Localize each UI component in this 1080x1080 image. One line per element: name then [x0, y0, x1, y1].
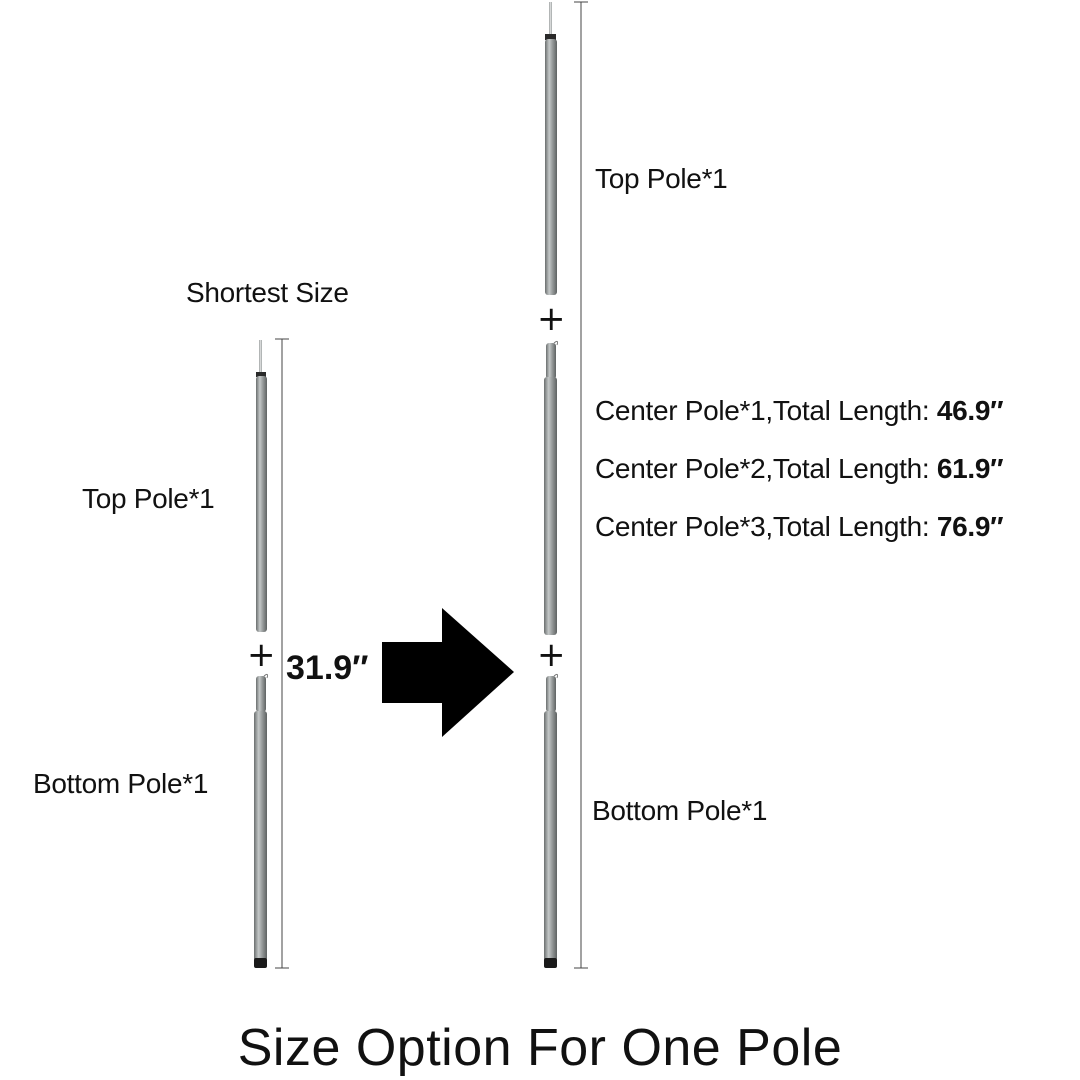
right-center-pole	[544, 340, 559, 635]
left-top-pole-label: Top Pole*1	[82, 483, 215, 514]
right-bottom-pole	[544, 673, 559, 968]
center-option-3: Center Pole*3,Total Length: 76.9″	[595, 510, 1004, 544]
right-plus-sign-lower: +	[537, 635, 566, 675]
center-option-1-text: Center Pole*1,Total Length:	[595, 395, 937, 426]
center-option-2-text: Center Pole*2,Total Length:	[595, 453, 937, 484]
left-plus-sign: +	[247, 635, 276, 675]
footer-title: Size Option For One Pole	[237, 1019, 843, 1077]
center-option-3-text: Center Pole*3,Total Length:	[595, 511, 937, 542]
center-option-2: Center Pole*2,Total Length: 61.9″	[595, 452, 1004, 486]
left-bottom-pole	[254, 673, 269, 968]
shortest-size-heading: Shortest Size	[186, 277, 349, 308]
left-dimension-line	[275, 338, 289, 969]
right-top-pole	[545, 2, 557, 295]
right-bottom-pole-label: Bottom Pole*1	[592, 795, 768, 826]
right-arrow-icon	[382, 608, 514, 737]
left-top-pole	[256, 340, 267, 632]
center-option-3-length: 76.9″	[936, 511, 1004, 542]
right-dimension-line	[574, 1, 588, 969]
right-top-pole-label: Top Pole*1	[595, 163, 728, 194]
left-bottom-pole-label: Bottom Pole*1	[33, 768, 209, 799]
center-option-1-length: 46.9″	[936, 395, 1004, 426]
center-option-1: Center Pole*1,Total Length: 46.9″	[595, 394, 1004, 428]
total-length-value: 31.9″	[286, 649, 369, 687]
right-plus-sign-upper: +	[537, 299, 566, 339]
center-option-2-length: 61.9″	[936, 453, 1004, 484]
